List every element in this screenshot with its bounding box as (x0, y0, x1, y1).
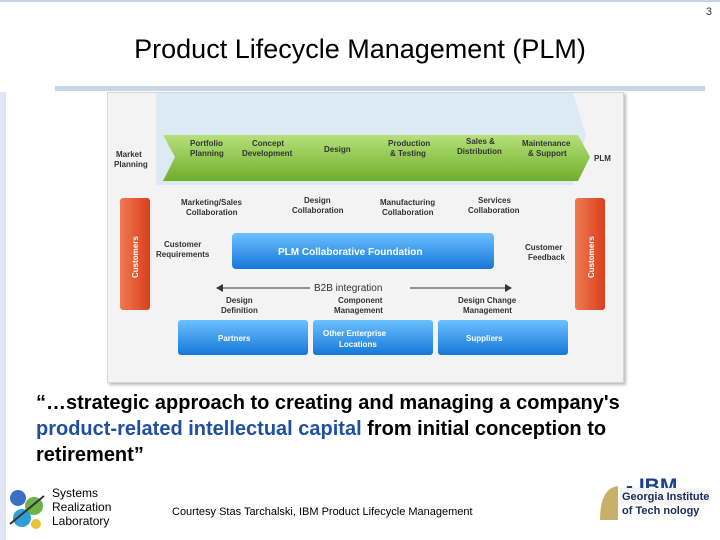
slide-title: Product Lifecycle Management (PLM) (134, 34, 586, 64)
top-rule (0, 0, 720, 2)
collab-services-1: Services (478, 196, 511, 205)
chevron-label-market-1: Market (116, 150, 142, 159)
srl-lab-name: Systems Realization Laboratory (52, 486, 111, 528)
other-enterprise-box (313, 320, 433, 355)
chevron-sales (449, 135, 535, 181)
lab-line-2: Realization (52, 500, 112, 514)
lab-line-1: Systems (52, 486, 99, 500)
plm-quote: “…strategic approach to creating and man… (36, 390, 676, 468)
courtesy-credit: Courtesy Stas Tarchalski, IBM Product Li… (172, 506, 473, 518)
collab-marketing-2: Collaboration (186, 208, 238, 217)
collab-design-1: Design (304, 196, 331, 205)
gt-logo-line-1: Georgia Institute (622, 491, 709, 503)
collab-marketing-1: Marketing/Sales (181, 198, 242, 207)
chevron-design (308, 135, 382, 181)
mgmt-component-2: Management (334, 306, 383, 315)
chevron-label-maintenance-2: & Support (528, 149, 567, 158)
chevron-label-design: Design (324, 145, 351, 154)
other-enterprise-label-1: Other Enterprise (323, 329, 387, 338)
suppliers-label: Suppliers (466, 334, 503, 343)
collab-manufacturing-2: Collaboration (382, 208, 434, 217)
mgmt-design-change-2: Management (463, 306, 512, 315)
chevron-concept (236, 135, 322, 181)
b2b-arrow-right (505, 284, 512, 292)
page-number: 3 (705, 6, 712, 18)
b2b-label-bg (310, 281, 410, 294)
chevron-label-sales-1: Sales & (466, 137, 495, 146)
gt-logo-line-2: of Tech nology (622, 505, 700, 517)
chevron-label-sales-2: Distribution (457, 147, 502, 156)
chevron-production (368, 135, 463, 181)
chevron-label-concept-2: Development (242, 149, 293, 158)
quote-part1: “…strategic approach to creating and man… (36, 392, 620, 414)
foundation-label: PLM Collaborative Foundation (278, 247, 422, 258)
b2b-label: B2B integration (314, 283, 382, 294)
other-enterprise-label-2: Locations (339, 340, 377, 349)
chevron-label-portfolio-1: Portfolio (190, 139, 223, 148)
customers-right-label: Customers (587, 236, 596, 278)
lab-line-3: Laboratory (52, 514, 110, 528)
chevron-label-production-2: & Testing (390, 149, 426, 158)
collab-manufacturing-1: Manufacturing (380, 198, 435, 207)
suppliers-box (438, 320, 568, 355)
srl-logo-icon (9, 490, 45, 529)
chevron-label-production-1: Production (388, 139, 430, 148)
customers-right-bar (575, 198, 605, 310)
plm-diagram: Market Planning Portfolio Planning Conce… (107, 92, 624, 383)
plm-diagram-svg: Market Planning Portfolio Planning Conce… (114, 93, 611, 355)
customer-feedback-2: Feedback (528, 253, 565, 262)
chevron-maintenance (521, 135, 590, 181)
mgmt-design-definition-2: Definition (221, 306, 258, 315)
chevron-label-market-2: Planning (114, 160, 148, 169)
collab-design-2: Collaboration (292, 206, 344, 215)
chevron-label-concept-1: Concept (252, 139, 284, 148)
foundation-bar (232, 233, 494, 269)
georgia-tech-logo: Georgia Institute of Tech nology (600, 486, 710, 520)
left-accent-bar (0, 92, 6, 540)
mgmt-component-1: Component (338, 296, 383, 305)
customer-requirements-1: Customer (164, 240, 201, 249)
chevron-portfolio (163, 135, 250, 181)
customers-left-label: Customers (131, 236, 140, 278)
mgmt-design-definition-1: Design (226, 296, 253, 305)
customer-feedback-1: Customer (525, 243, 562, 252)
title-underline (55, 86, 705, 91)
collab-services-2: Collaboration (468, 206, 520, 215)
b2b-arrow-left (216, 284, 223, 292)
customers-left-bar (120, 198, 150, 310)
quote-highlight: product-related intellectual capital (36, 418, 362, 440)
plm-label: PLM (594, 154, 611, 163)
chevron-label-portfolio-2: Planning (190, 149, 224, 158)
mgmt-design-change-1: Design Change (458, 296, 517, 305)
partners-box (178, 320, 308, 355)
customer-requirements-2: Requirements (156, 250, 210, 259)
partners-label: Partners (218, 334, 251, 343)
chevron-label-maintenance-1: Maintenance (522, 139, 571, 148)
quote-part2: from initial conception to retirement” (36, 418, 607, 466)
